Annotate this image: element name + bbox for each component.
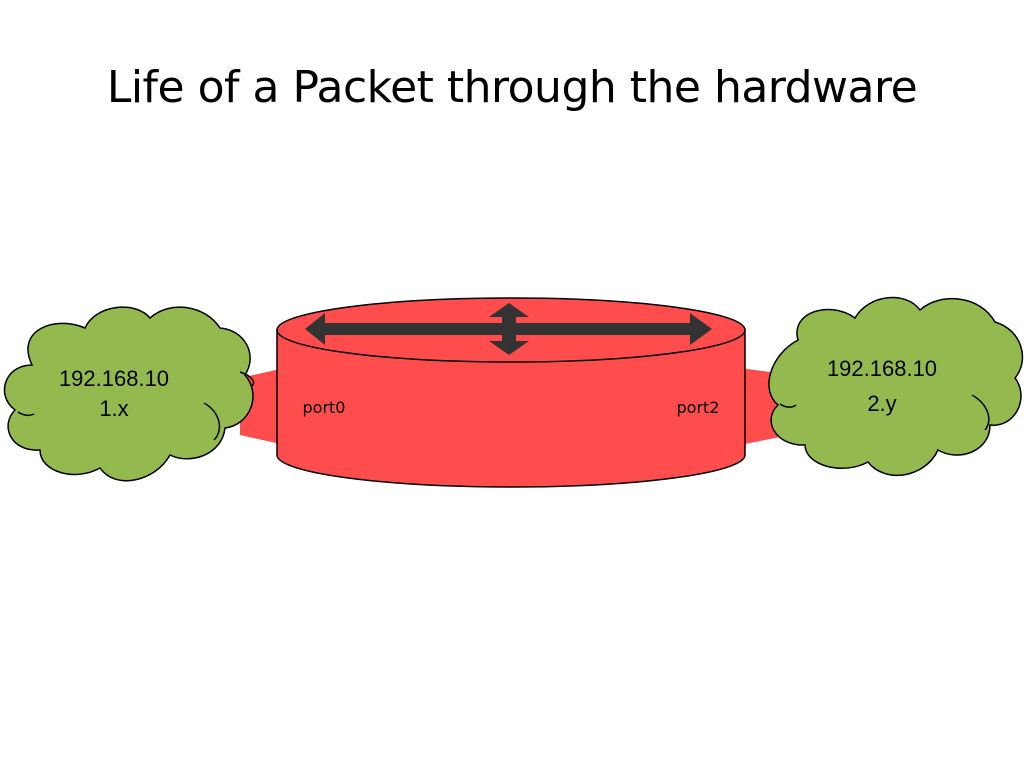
router-body bbox=[276, 329, 746, 488]
router-arrows-icon bbox=[305, 303, 712, 355]
right-network-label-line1: 192.168.10 bbox=[827, 356, 937, 381]
left-network-label-line2: 1.x bbox=[99, 396, 128, 421]
right-network-label-line2: 2.y bbox=[867, 391, 896, 416]
vertical-double-arrow-icon bbox=[489, 303, 529, 355]
cloud-inner-curve bbox=[239, 371, 255, 387]
page-title: Life of a Packet through the hardware bbox=[106, 62, 918, 113]
cloud-inner-curve bbox=[203, 402, 221, 441]
port0-label: port0 bbox=[303, 398, 346, 417]
right-network-cloud: 192.168.10 2.y bbox=[768, 296, 1024, 477]
port2-label: port2 bbox=[677, 398, 720, 417]
cloud-inner-curve bbox=[17, 411, 35, 417]
cloud-inner-curve bbox=[779, 403, 797, 408]
cloud-shape bbox=[3, 306, 254, 482]
left-network-label-line1: 192.168.10 bbox=[59, 366, 169, 391]
cloud-inner-curve bbox=[971, 394, 990, 431]
left-network-cloud: 192.168.10 1.x bbox=[3, 306, 255, 482]
cloud-shape bbox=[768, 296, 1024, 477]
